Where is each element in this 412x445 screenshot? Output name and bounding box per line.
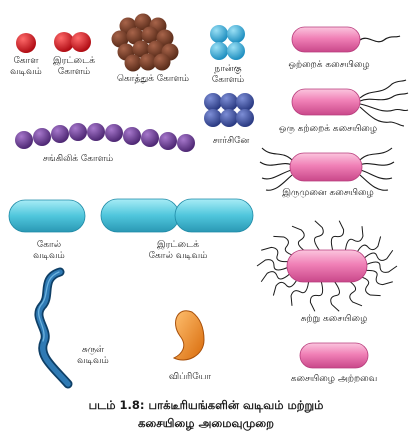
sarcina-cell (236, 93, 254, 111)
diplococcus-label-line1: இரட்டைக் (52, 56, 95, 66)
staphylococcus-label: கொத்துக் கோளம் (117, 74, 189, 84)
bacillus-cell (8, 199, 86, 233)
flagellum (354, 236, 382, 258)
sarcina-cell (204, 109, 222, 127)
coccus-label: கோள வடிவம் (4, 56, 48, 78)
streptococcus-cell (87, 123, 105, 141)
bacillus-label: கோல் வடிவம் (24, 240, 74, 262)
spiral-label: சுருள் வடிவம் (70, 345, 116, 367)
flagellum (314, 220, 324, 253)
flagellum (362, 261, 398, 273)
diplococcus-label: இரட்டைக் கோளம் (48, 56, 100, 78)
tetrad-label: நான்கு கோளம் (205, 64, 251, 86)
spiral-cell (34, 267, 73, 389)
flagellum (360, 269, 393, 286)
sarcina-cell (220, 109, 238, 127)
staphylococcus-cell (126, 27, 144, 45)
flagellum (272, 274, 300, 296)
flagellum (291, 225, 310, 255)
diplobacillus-label: இரட்டைக் கோல் வடிவம் (128, 240, 228, 262)
streptococcus-label: சங்கிலிக் கோளம் (42, 154, 114, 164)
flagellum (256, 259, 292, 271)
peritrichous-cell (256, 220, 398, 312)
staphylococcus-cell (139, 53, 157, 71)
tetrad-cells (210, 25, 245, 60)
staphylococcus-cell (141, 26, 159, 44)
figure-caption-line1: படம் 1.8: பாக்டீரியங்களின் வடிவம் மற்றும… (88, 398, 324, 412)
peritrichous-body (286, 249, 368, 283)
flagellum (260, 270, 294, 283)
lophotrichous-label: ஒரு கற்றைக் கசையிழை (278, 124, 378, 134)
sarcina-cell (204, 93, 222, 111)
diplobacillus-cells (100, 198, 254, 233)
streptococcus-cell (105, 124, 123, 142)
staphylococcus-cluster (111, 13, 179, 72)
diplobacillus-label-line2: கோல் வடிவம் (148, 251, 208, 261)
staphylococcus-cell (124, 54, 142, 72)
peritrichous-label: சுற்று கசையிழை (300, 314, 368, 324)
staphylococcus-cell (147, 40, 165, 58)
streptococcus-cell (177, 134, 195, 152)
flagellum (344, 226, 364, 254)
bacillus-label-line2: வடிவம் (33, 251, 65, 261)
sarcina-cells (204, 93, 254, 127)
flagellum (344, 277, 363, 307)
streptococcus-cell (141, 129, 159, 147)
staphylococcus-cell (111, 30, 129, 48)
diplococcus-label-line2: கோளம் (57, 67, 91, 77)
flagellum (330, 279, 340, 312)
amphitrichous-label: இருமுனை கசையிழை (282, 188, 374, 198)
sarcina-cell (236, 109, 254, 127)
amphitrichous-cell (259, 147, 395, 191)
lophotrichous-cell (291, 79, 409, 127)
streptococcus-cell (15, 131, 33, 149)
flagellum (309, 279, 324, 312)
streptococcus-chain (15, 123, 195, 152)
staphylococcus-cell (132, 40, 150, 58)
diplobacillus-label-line1: இரட்டைக் (156, 240, 199, 250)
flagellum (290, 278, 310, 306)
tetrad-label-line1: நான்கு (214, 64, 242, 74)
streptococcus-cell (33, 128, 51, 146)
diplococcus-cells (54, 32, 91, 52)
coccus-cell (16, 33, 36, 53)
monotrichous-cell (291, 26, 401, 53)
staphylococcus-cell (153, 53, 171, 71)
sarcina-label: சார்சினே (212, 136, 250, 146)
staphylococcus-cell (134, 13, 152, 31)
coccus-label-line1: கோள (13, 56, 39, 66)
vibrio-label: விப்ரியோ (168, 372, 212, 382)
bacillus-label-line1: கோல் (36, 240, 62, 250)
figure-caption-line2: கசையிழை அமைவுமுறை (138, 416, 274, 430)
vibrio-cell (172, 310, 205, 361)
coccus-label-line2: வடிவம் (10, 67, 42, 77)
atrichous-label: கசையிழை அற்றவை (290, 374, 378, 384)
streptococcus-cell (159, 132, 177, 150)
streptococcus-cell (123, 127, 141, 145)
flagellum (360, 249, 394, 262)
spiral-label-line2: வடிவம் (77, 356, 109, 366)
flagellum (354, 274, 381, 297)
sarcina-cell (220, 93, 238, 111)
streptococcus-cell (51, 125, 69, 143)
spiral-label-line1: சுருள் (81, 345, 105, 355)
flagellum (261, 246, 294, 263)
flagellum (273, 235, 300, 258)
atrichous-cell (299, 342, 369, 369)
monotrichous-label: ஒற்றைக் கசையிழை (288, 60, 370, 70)
flagellum (330, 220, 345, 253)
tetrad-label-line2: கோளம் (211, 75, 245, 85)
streptococcus-cell (69, 123, 87, 141)
